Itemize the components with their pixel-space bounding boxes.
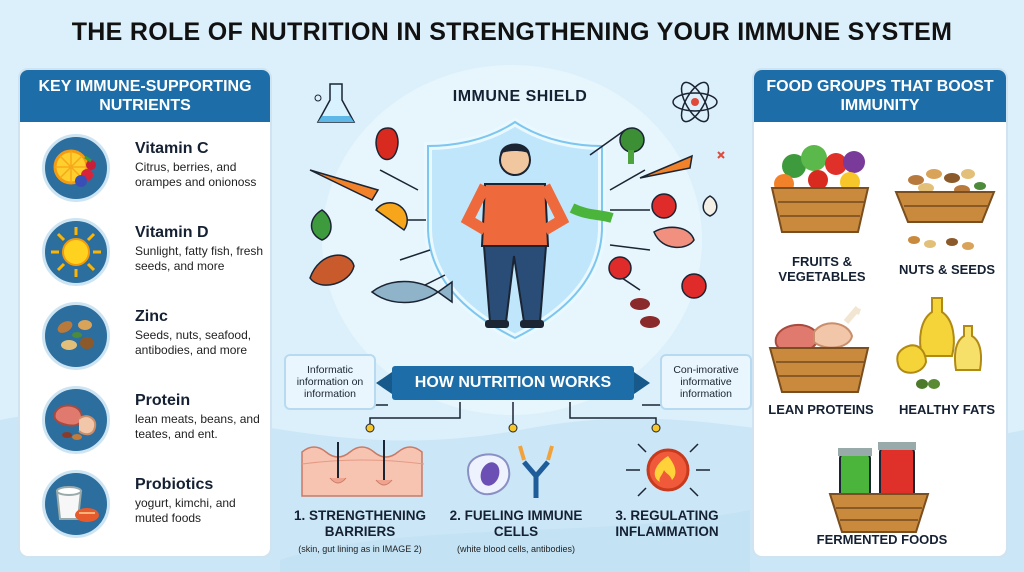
nutrients-panel: KEY IMMUNE-SUPPORTING NUTRIENTS Vitamin … (18, 68, 272, 558)
nutrient-zinc: Zinc Seeds, nuts, seafood, antibodies, a… (30, 296, 266, 378)
food-groups-panel: FOOD GROUPS THAT BOOST IMMUNITY (752, 68, 1008, 558)
nutrient-vitamin-d: Vitamin D Sunlight, fatty fish, fresh se… (30, 212, 266, 294)
nutrient-name: Vitamin D (135, 224, 209, 241)
step-regulating-inflammation: 3. REGULATING INFLAMMATION (615, 508, 719, 539)
step-fueling-immune-cells-sub: (white blood cells, antibodies) (456, 544, 576, 554)
nutrient-description: yogurt, kimchi, and muted foods (135, 496, 236, 525)
immune-shield-illustration (309, 81, 725, 343)
nutrient-name: Protein (135, 392, 191, 409)
inflammation-icon (626, 443, 710, 497)
food-group-healthy-fats: HEALTHY FATS (898, 402, 996, 417)
food-group-nuts-seeds: NUTS & SEEDS (898, 262, 996, 277)
skin-barrier-icon (301, 440, 425, 497)
immune-cells-icon (466, 445, 554, 498)
info-note-left: Informatic information on information (284, 354, 376, 410)
sun-icon (42, 218, 110, 286)
nutrient-probiotics: Probiotics yogurt, kimchi, and muted foo… (30, 464, 266, 546)
info-note-right: Con-imorative informative information (660, 354, 752, 410)
step-fueling-immune-cells: 2. FUELING IMMUNE CELLS (449, 508, 583, 539)
yogurt-kimchi-icon (42, 470, 110, 538)
nutrient-name: Probiotics (135, 476, 214, 493)
nutrient-name: Zinc (135, 308, 168, 325)
nuts-seeds-icon (42, 302, 110, 370)
nutrient-description: lean meats, beans, and teates, and ent. (135, 412, 260, 441)
nutrient-description: Sunlight, fatty fish, fresh seeds, and m… (135, 244, 264, 273)
food-group-lean-proteins: LEAN PROTEINS (768, 402, 874, 417)
nutrient-protein: Protein lean meats, beans, and teates, a… (30, 380, 266, 462)
immune-shield-label: IMMUNE SHIELD (452, 88, 588, 105)
how-nutrition-works-banner: HOW NUTRITION WORKS (376, 366, 650, 400)
step-strengthening-barriers-sub: (skin, gut lining as in IMAGE 2) (298, 544, 422, 554)
step-strengthening-barriers: 1. STRENGTHENING BARRIERS (293, 508, 426, 539)
page-title: THE ROLE OF NUTRITION IN STRENGTHENING Y… (71, 18, 953, 46)
nutrient-description: Seeds, nuts, seafood, antibodies, and mo… (135, 328, 252, 357)
food-groups-panel-heading: FOOD GROUPS THAT BOOST IMMUNITY (754, 70, 1006, 122)
nutrient-vitamin-c: Vitamin C Citrus, berries, and orampes a… (30, 128, 266, 210)
food-baskets-illustration (768, 145, 996, 533)
nutrient-name: Vitamin C (135, 140, 209, 157)
food-group-fruits-vegetables: FRUITS & VEGETABLES (778, 254, 866, 284)
nutrients-panel-heading: KEY IMMUNE-SUPPORTING NUTRIENTS (20, 70, 270, 122)
food-group-fermented-foods: FERMENTED FOODS (816, 532, 948, 547)
meat-beans-icon (42, 386, 110, 454)
nutrient-description: Citrus, berries, and orampes and onionos… (135, 160, 257, 189)
citrus-berries-icon (42, 134, 110, 202)
